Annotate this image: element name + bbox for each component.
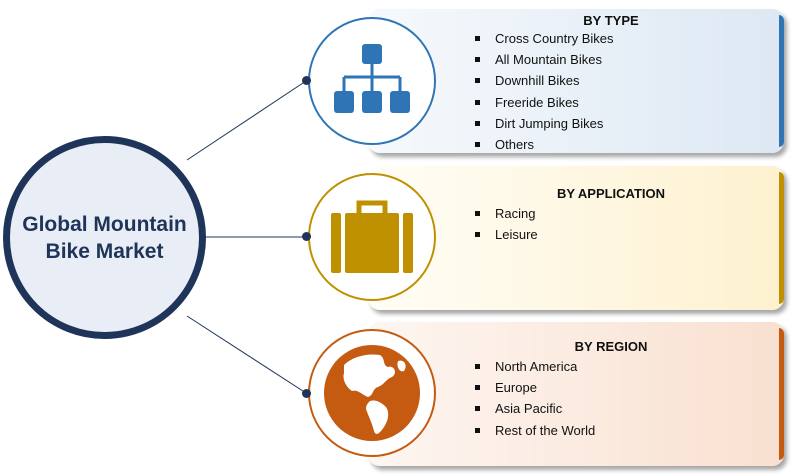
segment-list: Racing Leisure	[475, 203, 538, 245]
hierarchy-icon	[334, 44, 410, 113]
hub-title-line: Global Mountain	[22, 212, 187, 236]
segment-panel-type: BY TYPE Cross Country Bikes All Mountain…	[368, 9, 784, 153]
panel-edge	[779, 328, 784, 460]
list-item: Others	[475, 134, 613, 155]
list-item: Racing	[475, 203, 538, 224]
segment-panel-application: BY APPLICATION Racing Leisure	[368, 166, 784, 310]
list-item: Europe	[475, 377, 595, 398]
list-item: North America	[475, 356, 595, 377]
list-item: Rest of the World	[475, 420, 595, 441]
market-hub-circle: Global Mountain Bike Market	[3, 136, 206, 339]
application-badge	[308, 173, 436, 301]
briefcase-icon	[331, 200, 413, 273]
list-item: Asia Pacific	[475, 398, 595, 419]
segment-panel-region: BY REGION North America Europe Asia Paci…	[368, 322, 784, 466]
panel-edge	[779, 172, 784, 304]
connector-dot	[302, 232, 311, 241]
connector-dot	[302, 389, 311, 398]
hub-title: Global Mountain Bike Market	[20, 211, 190, 265]
list-item: All Mountain Bikes	[475, 49, 613, 70]
connector-dot	[302, 76, 311, 85]
list-item: Dirt Jumping Bikes	[475, 113, 613, 134]
globe-icon	[324, 345, 420, 441]
segment-title: BY TYPE	[583, 13, 639, 28]
segment-list: Cross Country Bikes All Mountain Bikes D…	[475, 28, 613, 155]
list-item: Leisure	[475, 224, 538, 245]
segment-title: BY REGION	[574, 339, 648, 354]
list-item: Downhill Bikes	[475, 70, 613, 91]
hub-title-line: Bike Market	[45, 239, 164, 263]
type-badge	[308, 17, 436, 145]
segment-title: BY APPLICATION	[556, 186, 666, 201]
list-item: Freeride Bikes	[475, 92, 613, 113]
segment-list: North America Europe Asia Pacific Rest o…	[475, 356, 595, 441]
list-item: Cross Country Bikes	[475, 28, 613, 49]
region-badge	[308, 329, 436, 457]
panel-edge	[779, 15, 784, 147]
